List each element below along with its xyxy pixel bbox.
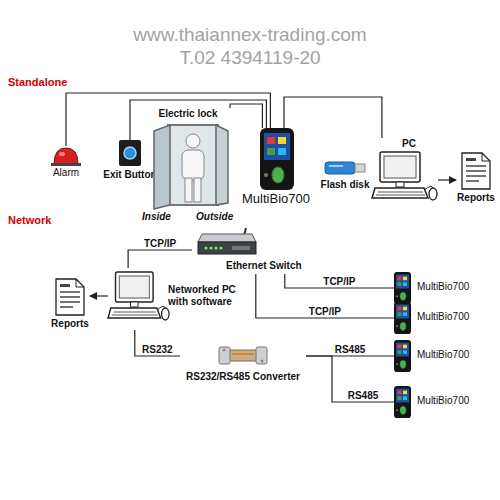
conv-icon bbox=[218, 343, 268, 367]
networked-pc: Networked PC with software bbox=[108, 268, 242, 330]
converter: RS232/RS485 Converter bbox=[180, 343, 306, 385]
connector-wire bbox=[128, 250, 192, 268]
connector-wire bbox=[135, 330, 180, 356]
watermark: www.thaiannex-trading.com bbox=[133, 24, 366, 46]
device-icon bbox=[394, 302, 411, 334]
node-label: MultiBio700 bbox=[417, 311, 469, 323]
connector-wire bbox=[306, 356, 394, 402]
alarm-light: Alarm bbox=[46, 146, 86, 180]
terminal-device: MultiBio700 bbox=[236, 128, 316, 208]
ethernet-switch: Ethernet Switch bbox=[192, 232, 308, 274]
connector-wire bbox=[284, 97, 382, 138]
alarm-icon bbox=[51, 146, 81, 166]
node-label: Alarm bbox=[53, 167, 79, 179]
terminal-device: MultiBio700 bbox=[394, 272, 480, 304]
node-label: Electric lock bbox=[159, 108, 218, 120]
exit-icon bbox=[119, 140, 141, 166]
door: Electric lockInside Outside bbox=[140, 108, 240, 224]
exit-button: Exit Button bbox=[100, 140, 160, 184]
node-label: Reports bbox=[457, 192, 495, 204]
node-label: MultiBio700 bbox=[417, 281, 469, 293]
pc-icon bbox=[108, 272, 170, 324]
node-label: Inside bbox=[142, 211, 171, 223]
device-icon bbox=[394, 340, 411, 372]
node-label: Reports bbox=[51, 318, 89, 330]
connector-wire bbox=[230, 104, 262, 128]
flash-icon bbox=[325, 160, 365, 176]
device-icon bbox=[394, 386, 411, 418]
terminal-device: MultiBio700 bbox=[394, 302, 480, 334]
edge-label: TCP/IP bbox=[321, 276, 357, 287]
flash-disk: Flash disk bbox=[320, 160, 371, 192]
watermark: T.02 4394119-20 bbox=[179, 47, 320, 69]
connector-wire bbox=[285, 274, 394, 288]
rep-icon bbox=[55, 278, 85, 316]
node-label: MultiBio700 bbox=[242, 192, 310, 207]
node-label: Outside bbox=[196, 211, 233, 223]
edge-label: RS232 bbox=[140, 344, 175, 355]
node-label: Ethernet Switch bbox=[226, 260, 302, 272]
connector-wire bbox=[438, 179, 456, 180]
node-label: MultiBio700 bbox=[417, 395, 469, 407]
node-label: Networked PC with software bbox=[168, 284, 240, 307]
node-label: RS232/RS485 Converter bbox=[186, 371, 300, 383]
connector-wire bbox=[90, 295, 108, 296]
node-label: Flash disk bbox=[321, 179, 370, 191]
pc: PC bbox=[372, 138, 438, 204]
door-icon bbox=[148, 123, 230, 209]
edge-label: TCP/IP bbox=[307, 306, 343, 317]
switch-icon bbox=[196, 232, 256, 258]
reports: Reports bbox=[456, 152, 496, 204]
reports: Reports bbox=[50, 278, 90, 330]
edge-label: RS485 bbox=[346, 390, 381, 401]
terminal-device: MultiBio700 bbox=[394, 386, 480, 418]
edge-label: RS485 bbox=[333, 344, 368, 355]
device-icon bbox=[394, 272, 411, 304]
connector-wire bbox=[256, 274, 394, 318]
device-icon bbox=[260, 128, 294, 190]
node-label: PC bbox=[402, 138, 416, 150]
node-label: Exit Button bbox=[103, 169, 156, 181]
pc-icon bbox=[372, 152, 438, 204]
rep-icon bbox=[461, 152, 491, 190]
terminal-device: MultiBio700 bbox=[394, 340, 480, 372]
section-heading: Network bbox=[8, 214, 51, 227]
edge-label: TCP/IP bbox=[142, 238, 178, 249]
section-heading: Standalone bbox=[8, 76, 67, 89]
node-label: MultiBio700 bbox=[417, 349, 469, 361]
